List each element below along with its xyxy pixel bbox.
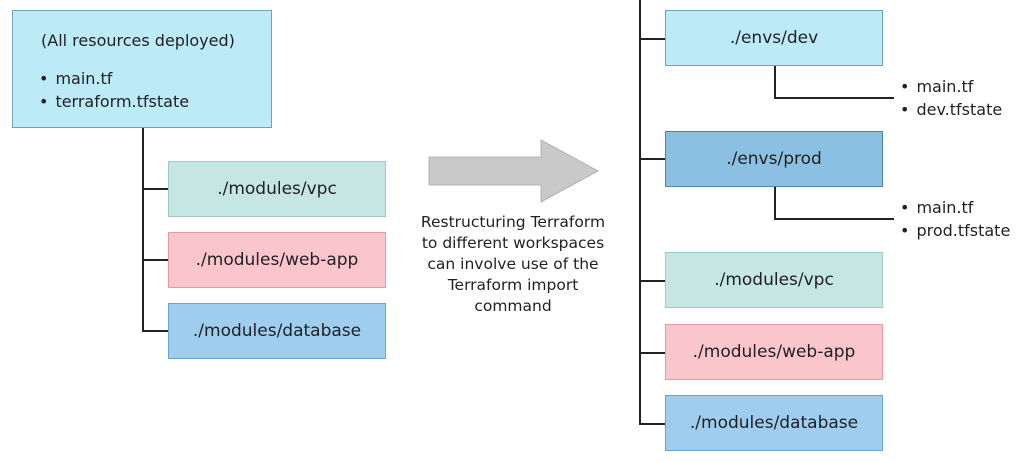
caption-line-4: Terraform import	[447, 276, 579, 294]
dev-files-connector-v	[774, 66, 776, 98]
right-module-vpc-label: ./modules/vpc	[714, 270, 834, 290]
right-module-web-app: ./modules/web-app	[665, 324, 883, 380]
left-module-vpc: ./modules/vpc	[168, 161, 386, 217]
left-branch-web-app	[142, 259, 168, 261]
left-module-database-label: ./modules/database	[192, 321, 362, 341]
dev-files-connector-h	[774, 97, 894, 99]
dev-file-state: dev.tfstate	[900, 98, 1002, 121]
caption-line-2: to different workspaces	[421, 234, 605, 252]
env-prod-box: ./envs/prod	[665, 131, 883, 187]
right-branch-vpc	[639, 280, 665, 282]
right-module-vpc: ./modules/vpc	[665, 252, 883, 308]
caption-text: Restructuring Terraform to different wor…	[398, 212, 628, 317]
right-module-web-app-label: ./modules/web-app	[692, 342, 856, 362]
prod-files-connector-h	[774, 218, 894, 220]
env-dev-box: ./envs/dev	[665, 10, 883, 66]
left-branch-vpc	[142, 188, 168, 190]
env-prod-label: ./envs/prod	[726, 149, 822, 169]
prod-files-connector-v	[774, 187, 776, 219]
caption-line-1: Restructuring Terraform	[420, 213, 606, 231]
left-module-web-app-label: ./modules/web-app	[195, 250, 359, 270]
root-file-state: terraform.tfstate	[39, 90, 189, 113]
left-module-database: ./modules/database	[168, 303, 386, 359]
dev-file-list: main.tf dev.tfstate	[900, 75, 1002, 121]
root-file-list: main.tf terraform.tfstate	[39, 67, 189, 113]
root-config-box: (All resources deployed) main.tf terrafo…	[12, 10, 272, 128]
right-branch-web-app	[639, 352, 665, 354]
right-arrow-icon	[428, 139, 600, 203]
right-module-database-label: ./modules/database	[689, 413, 859, 433]
left-branch-database	[142, 330, 168, 332]
root-file-main: main.tf	[39, 67, 189, 90]
left-trunk-line	[142, 128, 144, 331]
right-branch-dev	[639, 38, 665, 40]
env-dev-label: ./envs/dev	[729, 28, 819, 48]
right-module-database: ./modules/database	[665, 395, 883, 451]
root-heading: (All resources deployed)	[41, 31, 235, 50]
prod-file-state: prod.tfstate	[900, 219, 1010, 242]
left-module-web-app: ./modules/web-app	[168, 232, 386, 288]
right-trunk-line	[639, 0, 641, 424]
prod-file-main: main.tf	[900, 196, 1010, 219]
dev-file-main: main.tf	[900, 75, 1002, 98]
right-branch-prod	[639, 158, 665, 160]
right-branch-database	[639, 423, 665, 425]
caption-line-5: command	[474, 297, 552, 315]
left-module-vpc-label: ./modules/vpc	[217, 179, 337, 199]
prod-file-list: main.tf prod.tfstate	[900, 196, 1010, 242]
caption-line-3: can involve use of the	[427, 255, 599, 273]
